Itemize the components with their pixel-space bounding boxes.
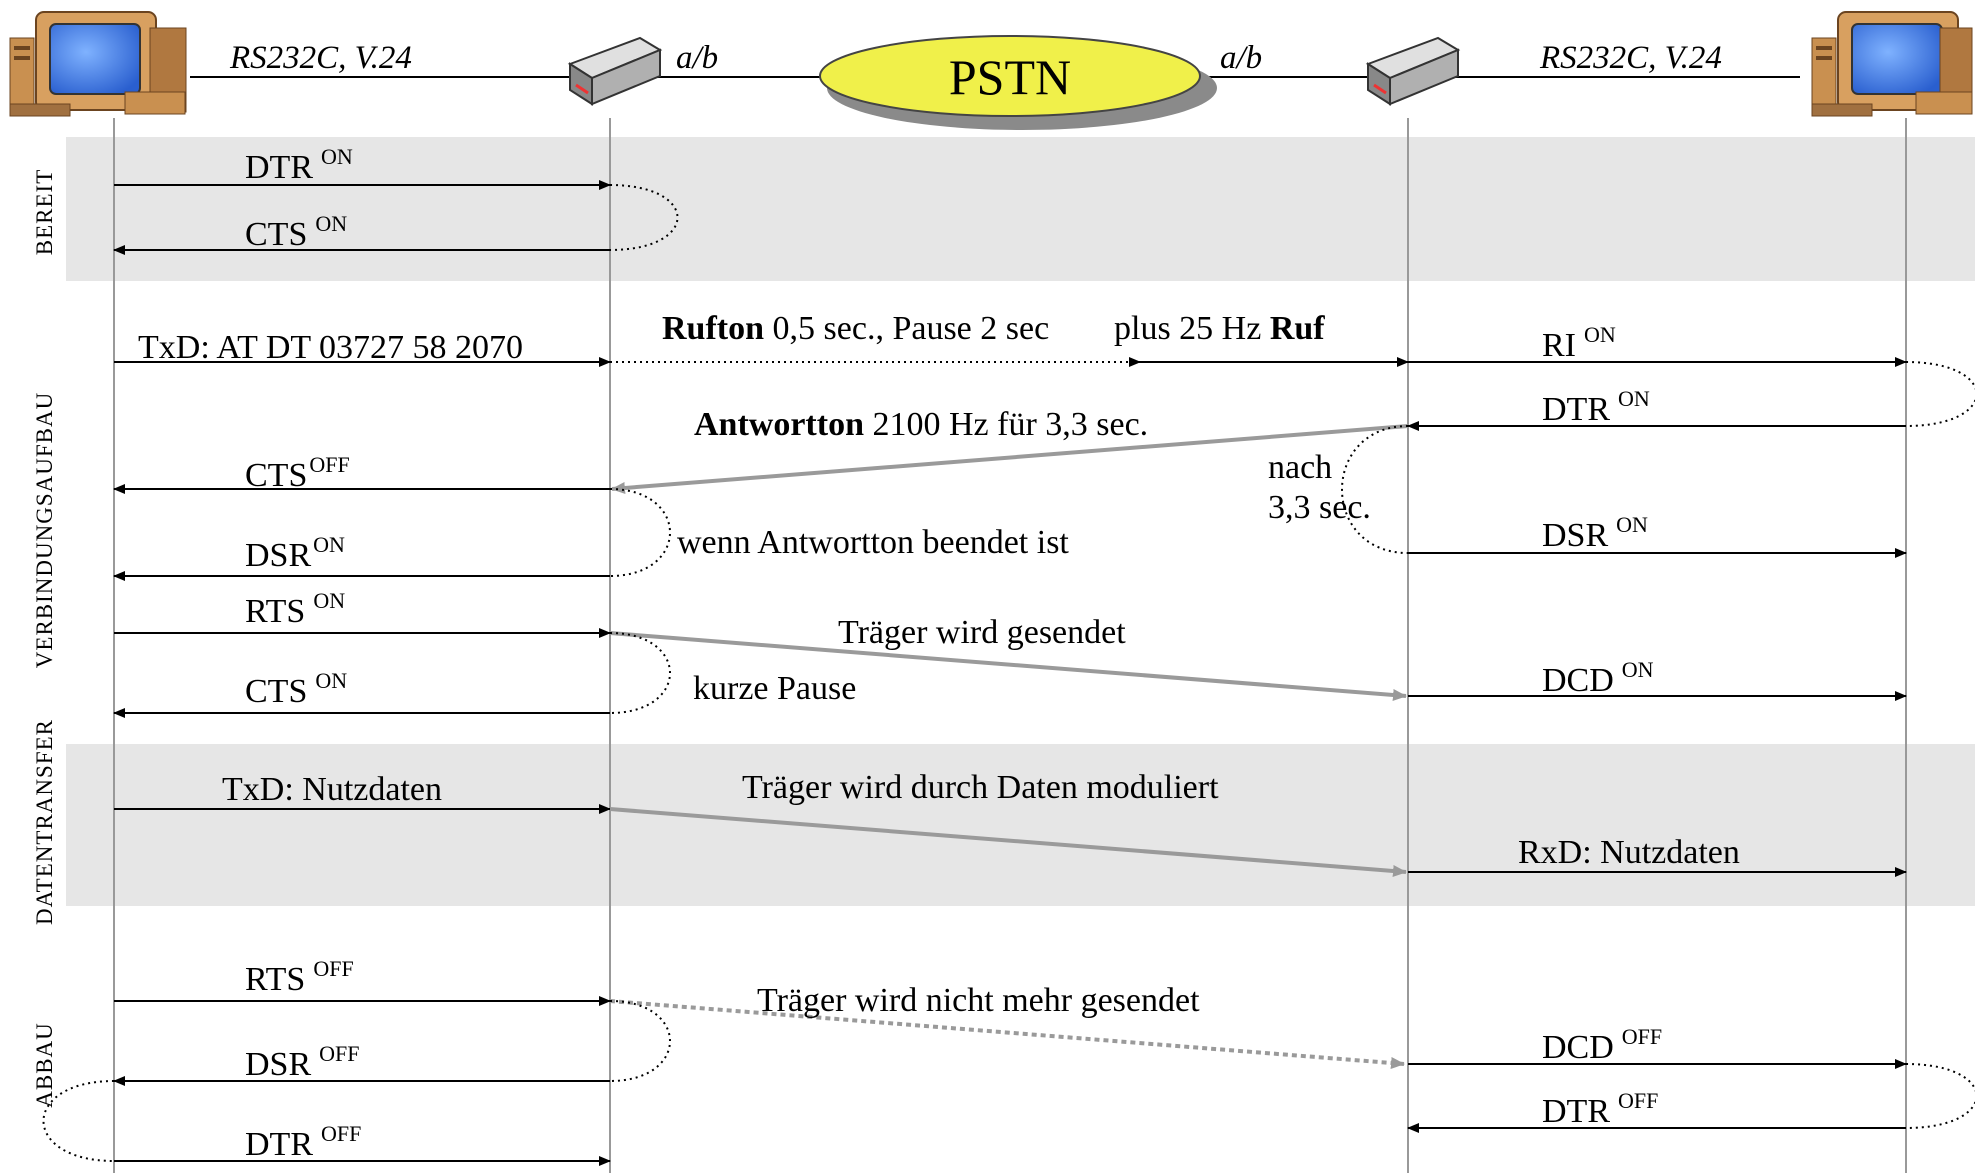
label-txd-dial: TxD: AT DT 03727 58 2070 xyxy=(138,329,523,366)
label-nach: nach xyxy=(1268,449,1332,486)
label-rxd-data: RxD: Nutzdaten xyxy=(1518,834,1740,871)
label-antwort-beendet: wenn Antwortton beendet ist xyxy=(677,524,1069,561)
loop-antwort-beendet xyxy=(609,488,671,577)
loop-dsr-dtr-left xyxy=(42,1080,115,1162)
arrow-traeger-nicht xyxy=(609,999,1405,1069)
link-label-right: RS232C, V.24 xyxy=(1539,40,1722,76)
label-antwortton: Antwortton 2100 Hz für 3,3 sec. xyxy=(694,406,1148,443)
pstn-label: PSTN xyxy=(949,49,1071,105)
label-ruf: plus 25 Hz Ruf xyxy=(1114,310,1325,347)
arrow-antwortton xyxy=(611,424,1409,494)
phase-label-verbindungsaufbau: VERBINDUNGSAUFBAU xyxy=(32,392,57,668)
phase-band-datentransfer xyxy=(66,744,1975,906)
link-label-left: RS232C, V.24 xyxy=(229,40,412,76)
loop-nach-33 xyxy=(1341,425,1409,554)
label-dsr-on-left: DSRON xyxy=(245,532,345,574)
modem-right-icon xyxy=(1365,36,1461,106)
phase-label-bereit: BEREIT xyxy=(32,169,57,256)
ab-label-right: a/b xyxy=(1220,40,1262,76)
label-traeger-nicht: Träger wird nicht mehr gesendet xyxy=(757,982,1200,1019)
loop-bereit xyxy=(609,184,679,251)
label-txd-data: TxD: Nutzdaten xyxy=(222,771,442,808)
loop-ri-dtr xyxy=(1905,361,1975,427)
phase-label-abbau: ABBAU xyxy=(32,1022,57,1108)
label-rufton: Rufton 0,5 sec., Pause 2 sec xyxy=(662,310,1049,347)
label-cts-off-left: CTSOFF xyxy=(245,452,350,494)
phase-label-datentransfer: DATENTRANSFER xyxy=(32,719,57,925)
pstn-network: PSTN xyxy=(819,35,1217,130)
arrow-traeger-gesendet xyxy=(609,631,1407,701)
label-kurze-pause: kurze Pause xyxy=(693,670,856,707)
label-traeger-gesendet: Träger wird gesendet xyxy=(838,614,1126,651)
loop-dcd-dtr-right xyxy=(1905,1063,1975,1129)
label-traeger-moduliert: Träger wird durch Daten moduliert xyxy=(742,769,1219,806)
phase-band-bereit xyxy=(66,137,1975,281)
computer-terminal-left-icon xyxy=(9,11,187,117)
loop-kurze-pause xyxy=(609,632,671,714)
loop-rts-dsr xyxy=(609,1000,671,1082)
computer-terminal-right-icon xyxy=(1811,11,1973,117)
modem-left-icon xyxy=(567,36,663,106)
label-nach-time: 3,3 sec. xyxy=(1268,489,1371,526)
ab-label-left: a/b xyxy=(676,40,718,76)
arrow-traeger-moduliert xyxy=(609,807,1407,877)
